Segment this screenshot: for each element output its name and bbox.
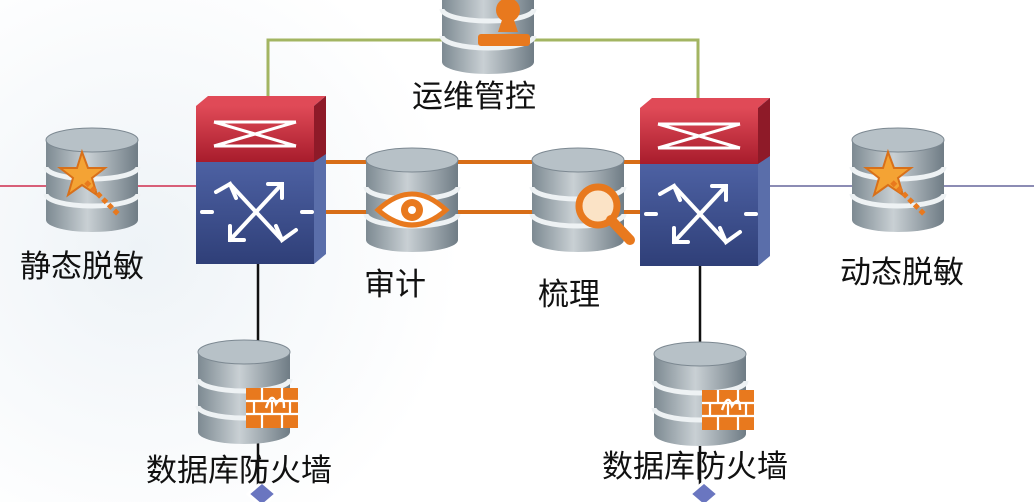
discovery-label: 梳理: [538, 277, 600, 313]
dynamic-masking-database-icon: [852, 128, 944, 232]
switch-left-icon: [194, 94, 328, 266]
audit-database-icon: [366, 148, 458, 252]
db-firewall-right-icon: [654, 342, 756, 446]
static-masking-label: 静态脱敏: [20, 249, 144, 285]
discovery-database-icon: [532, 148, 635, 252]
db-firewall-left-label: 数据库防火墙: [146, 453, 332, 489]
db-firewall-right-label: 数据库防火墙: [602, 449, 788, 485]
ops-control-label: 运维管控: [412, 79, 536, 115]
eye-icon: [374, 191, 450, 228]
db-firewall-left-icon: [198, 340, 300, 444]
database-stamp-icon: [442, 0, 534, 74]
firewall-brick-icon: [244, 386, 300, 430]
switch-right-icon: [638, 96, 772, 268]
bottom-node-right-icon: [687, 480, 721, 502]
audit-label: 审计: [364, 267, 426, 303]
firewall-brick-icon: [700, 388, 756, 432]
dynamic-masking-label: 动态脱敏: [840, 255, 964, 291]
bottom-node-left-icon: [245, 480, 279, 502]
magnifier-icon: [575, 183, 635, 245]
static-masking-database-icon: [46, 128, 138, 232]
